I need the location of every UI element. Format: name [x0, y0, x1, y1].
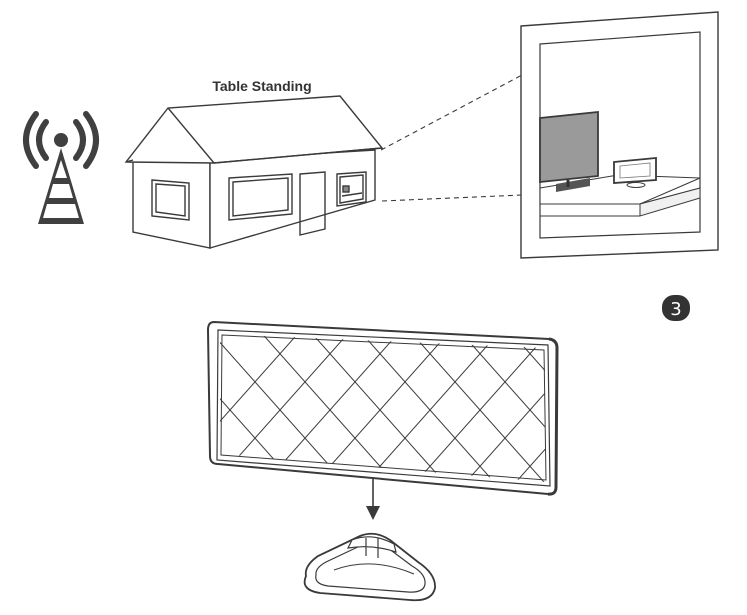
step-badge: 3	[662, 295, 690, 321]
inset-antenna-icon	[613, 157, 657, 188]
step-number: 3	[670, 299, 681, 320]
zoom-projection-lines	[380, 74, 523, 202]
house-icon	[124, 95, 384, 249]
caption-text: Table Standing	[212, 78, 311, 94]
arrow-down-icon	[366, 478, 380, 520]
tv-icon	[539, 111, 599, 192]
flat-antenna-icon	[206, 320, 559, 496]
broadcast-tower-icon	[23, 111, 99, 224]
antenna-stand-icon	[303, 532, 436, 602]
